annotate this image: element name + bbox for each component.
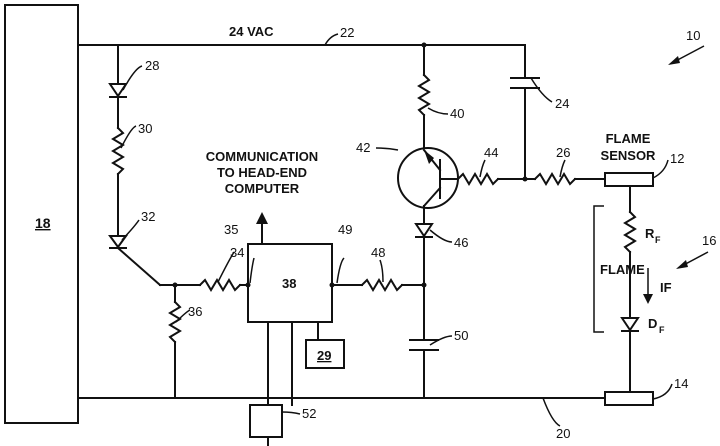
flame-sensor-label-line1: FLAME bbox=[606, 131, 651, 146]
ref-18: 18 bbox=[35, 215, 51, 231]
ref-36: 36 bbox=[188, 304, 202, 319]
resistor-36 bbox=[168, 300, 182, 344]
ref-35: 35 bbox=[224, 222, 238, 237]
ref-32: 32 bbox=[141, 209, 155, 224]
communication-label-line1: COMMUNICATION bbox=[206, 149, 318, 164]
ref-48: 48 bbox=[371, 245, 385, 260]
df-subscript: F bbox=[659, 325, 665, 335]
ground-electrode-14 bbox=[604, 391, 654, 406]
resistor-26 bbox=[533, 172, 577, 186]
flame-resistance-rf bbox=[623, 210, 637, 254]
ref-16: 16 bbox=[702, 233, 716, 248]
ref-49: 49 bbox=[338, 222, 352, 237]
resistor-48 bbox=[360, 278, 404, 292]
component-52 bbox=[249, 404, 283, 438]
ref-arrow-10-icon bbox=[668, 56, 680, 65]
ref-46: 46 bbox=[454, 235, 468, 250]
diode-28 bbox=[108, 83, 128, 98]
resistor-30 bbox=[111, 126, 125, 176]
ref-24: 24 bbox=[555, 96, 569, 111]
resistor-44 bbox=[456, 172, 500, 186]
flame-sensor-electrode-12 bbox=[604, 172, 654, 187]
diode-46 bbox=[414, 223, 434, 238]
communication-label-line2: TO HEAD-END bbox=[217, 165, 307, 180]
flame-diode-df bbox=[620, 317, 640, 332]
resistor-40 bbox=[417, 73, 431, 117]
ref-29: 29 bbox=[317, 348, 331, 363]
ref-28: 28 bbox=[145, 58, 159, 73]
ref-20: 20 bbox=[556, 426, 570, 441]
emitter-arrow-icon bbox=[424, 150, 434, 164]
flame-bracket bbox=[593, 205, 604, 333]
ref-22: 22 bbox=[340, 25, 354, 40]
if-label: IF bbox=[660, 280, 672, 295]
diode-32 bbox=[108, 235, 128, 249]
supply-label: 24 VAC bbox=[229, 24, 274, 39]
ref-44: 44 bbox=[484, 145, 498, 160]
current-arrow-icon bbox=[643, 294, 653, 304]
controller-block-18 bbox=[4, 4, 79, 424]
ref-50: 50 bbox=[454, 328, 468, 343]
ref-30: 30 bbox=[138, 121, 152, 136]
rf-label: R bbox=[645, 226, 655, 241]
communication-label-line3: COMPUTER bbox=[225, 181, 300, 196]
ref-52: 52 bbox=[302, 406, 316, 421]
ref-38: 38 bbox=[282, 276, 296, 291]
rf-subscript: F bbox=[655, 235, 661, 245]
component-29 bbox=[305, 339, 345, 369]
ref-arrow-16-icon bbox=[676, 260, 688, 269]
ref-34: 34 bbox=[230, 245, 244, 260]
ref-40: 40 bbox=[450, 106, 464, 121]
ref-10: 10 bbox=[686, 28, 700, 43]
flame-sensor-label-line2: SENSOR bbox=[601, 148, 657, 163]
communication-arrow-icon bbox=[256, 212, 268, 224]
df-label: D bbox=[648, 316, 657, 331]
left-branch bbox=[108, 44, 162, 287]
ref-12: 12 bbox=[670, 151, 684, 166]
resistor-34 bbox=[198, 278, 242, 292]
ref-14: 14 bbox=[674, 376, 688, 391]
flame-label: FLAME bbox=[600, 262, 645, 277]
ref-42: 42 bbox=[356, 140, 370, 155]
ref-26: 26 bbox=[556, 145, 570, 160]
